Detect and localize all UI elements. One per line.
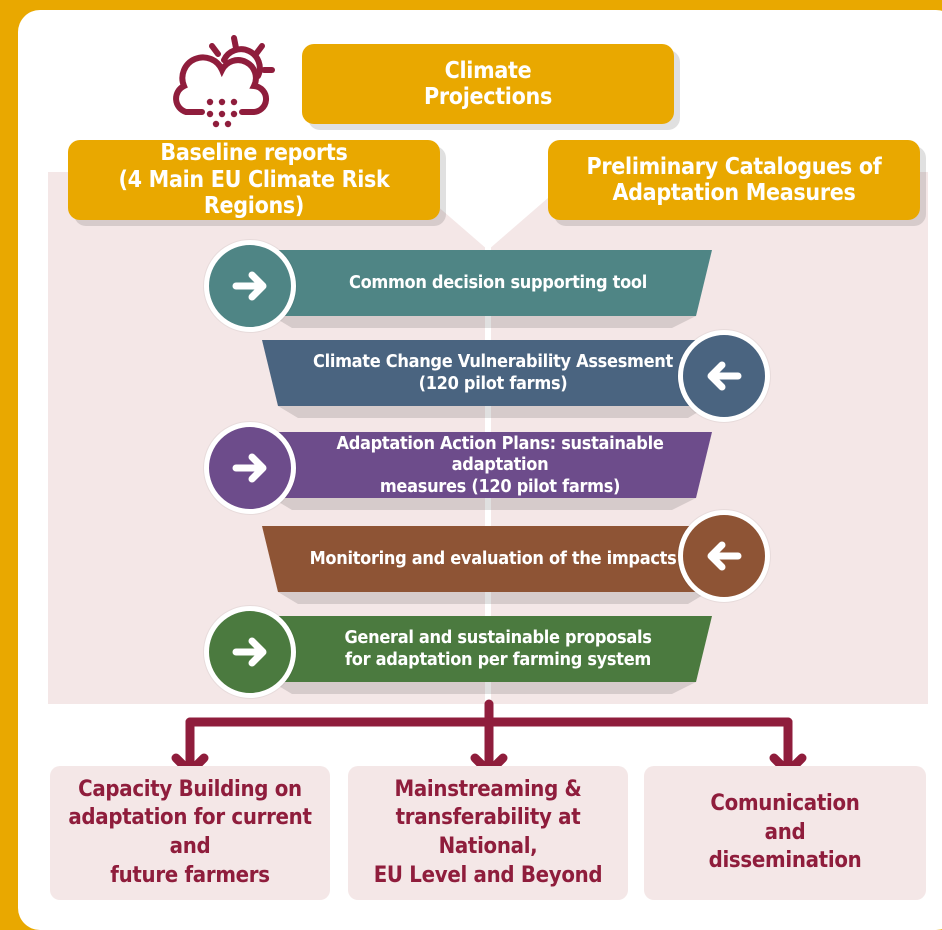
step-banner — [272, 432, 712, 510]
step-banner — [262, 340, 708, 418]
climate-projections-box: Climate Projections — [302, 44, 674, 124]
step-label: Adaptation Action Plans: sustainable ada… — [336, 432, 664, 497]
step-label: Monitoring and evaluation of the impacts — [309, 548, 677, 570]
arrow-right-icon — [204, 240, 296, 332]
step-banner — [262, 526, 708, 604]
arrow-left-icon — [678, 330, 770, 422]
output-capacity-building: Capacity Building on adaptation for curr… — [50, 766, 330, 900]
climate-projections-label: Climate Projections — [424, 57, 552, 110]
step-label: Common decision supporting tool — [348, 272, 648, 294]
step-label: Climate Change Vulnerability Assesment (… — [313, 351, 673, 394]
step-banner — [272, 616, 712, 694]
step-banner — [272, 250, 712, 328]
catalogues-label: Preliminary Catalogues of Adaptation Mea… — [586, 153, 882, 206]
step-label: General and sustainable proposals for ad… — [344, 627, 652, 670]
weather-icon — [173, 35, 275, 128]
arrow-right-icon — [204, 422, 296, 514]
catalogues-box: Preliminary Catalogues of Adaptation Mea… — [548, 140, 920, 220]
output-communication: Comunication and dissemination — [644, 766, 926, 900]
output-mainstreaming: Mainstreaming & transferability at Natio… — [348, 766, 628, 900]
baseline-reports-label: Baseline reports (4 Main EU Climate Risk… — [118, 140, 390, 220]
baseline-reports-box: Baseline reports (4 Main EU Climate Risk… — [68, 140, 440, 220]
arrow-left-icon — [678, 510, 770, 602]
arrow-right-icon — [204, 606, 296, 698]
